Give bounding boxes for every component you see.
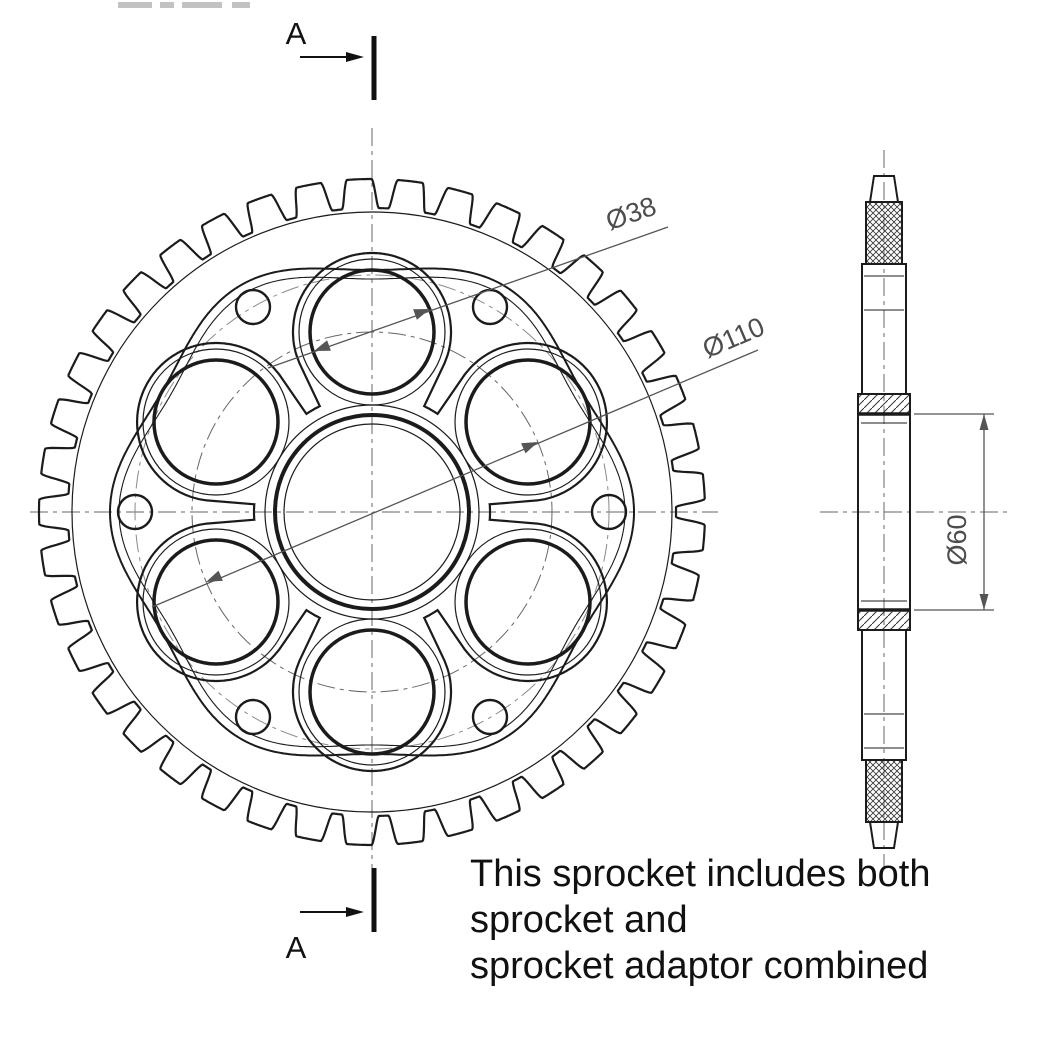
bolt-circle-diameter-label: Ø110 [698,311,769,364]
center-bore [264,404,480,620]
large-hole [152,538,280,666]
small-hole [471,698,509,736]
bore-diameter-label: Ø60 [942,514,972,565]
large-hole [464,538,592,666]
small-hole [234,698,272,736]
adaptor-flange-section-top [857,393,911,415]
small-hole-bolt-circle [134,274,610,750]
tooth-root-circle [71,211,673,813]
side-view [857,175,911,849]
sprocket-rim-section-bottom [865,759,903,823]
dimension-arrow-icon [979,414,989,430]
section-cut-bottom: A [286,868,377,965]
dimension-arrow-icon [979,594,989,610]
tooth-tip-section-bottom [868,821,900,849]
section-cut-top: A [286,16,377,100]
dimension-arrow-icon [206,570,223,582]
large-hole [308,628,436,756]
dimension-arrow-icon [314,340,331,351]
bore-circle [273,413,471,611]
dimension-line [151,349,759,608]
section-arrow-icon [346,907,364,917]
sprocket-teeth-outline [37,177,706,847]
large-hole-counterbore [142,348,290,496]
small-hole [116,493,154,531]
caption: This sprocket includes both sprocket and… [470,853,930,987]
sprocket-rim-section-top [865,201,903,265]
dimension-arrow-icon [521,442,538,454]
cropped-watermark [118,2,250,8]
bore-chamfer-circle [283,423,461,601]
front-view [37,177,706,847]
small-holes [116,288,628,736]
large-hole-counterbore [454,528,602,676]
large-hole-counterbore [454,348,602,496]
adaptor-flange-section-bottom [857,609,911,631]
large-hole [308,268,436,396]
small-hole [590,493,628,531]
hub-outer-circle [264,404,480,620]
dimension-line [267,226,669,369]
dimension-60: Ø60 [914,413,994,611]
caption-line-2: sprocket and [470,899,688,941]
section-label-top: A [286,16,307,51]
section-label-bottom: A [286,930,307,965]
small-hole [234,288,272,326]
large-hole-diameter-label: Ø38 [602,191,660,236]
dimension-arrow-icon [413,309,430,320]
adaptor-carrier-outline [136,251,608,773]
large-holes [142,258,602,766]
large-hole [464,358,592,486]
large-hole-counterbore [142,528,290,676]
section-arrow-icon [346,52,364,62]
large-hole [152,358,280,486]
caption-line-3: sprocket adaptor combined [470,945,928,987]
caption-line-1: This sprocket includes both [470,853,930,895]
